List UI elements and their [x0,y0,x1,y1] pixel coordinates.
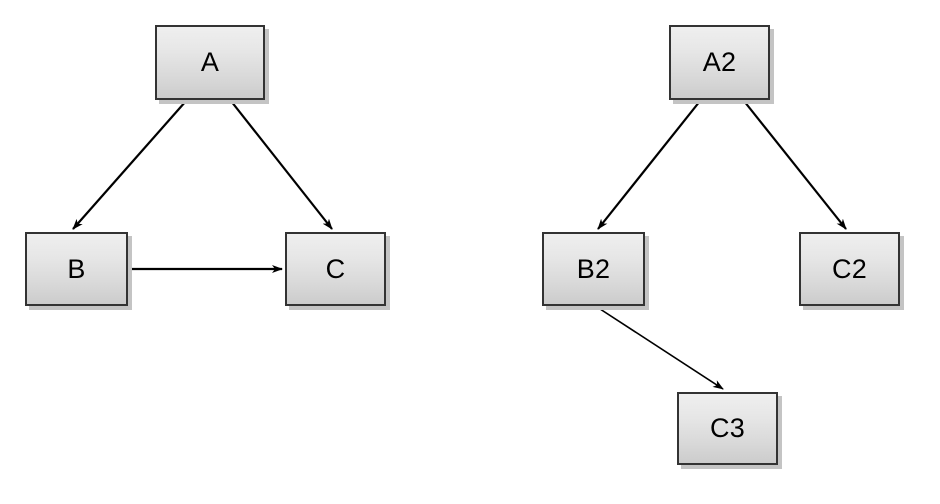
node-label: C [325,253,346,284]
node-c3[interactable]: C3 [677,392,778,465]
edge-a-to-b [72,100,187,230]
edge-a2-to-b2 [597,100,701,230]
node-c2[interactable]: C2 [799,232,900,306]
node-label: B2 [576,253,611,284]
edge-a-to-c [230,100,333,230]
edges-group [72,100,847,390]
edge-a2-to-c2 [743,100,847,230]
node-label: A2 [702,47,737,77]
node-label: C2 [831,253,868,284]
node-b[interactable]: B [25,232,128,306]
node-label: A [200,47,220,77]
node-label: C3 [709,413,746,443]
node-c[interactable]: C [285,232,386,306]
node-b2[interactable]: B2 [542,232,645,306]
node-label: B [67,253,86,284]
edge-b2-to-c3 [596,306,724,390]
node-a[interactable]: A [155,25,265,100]
node-a2[interactable]: A2 [669,25,770,100]
